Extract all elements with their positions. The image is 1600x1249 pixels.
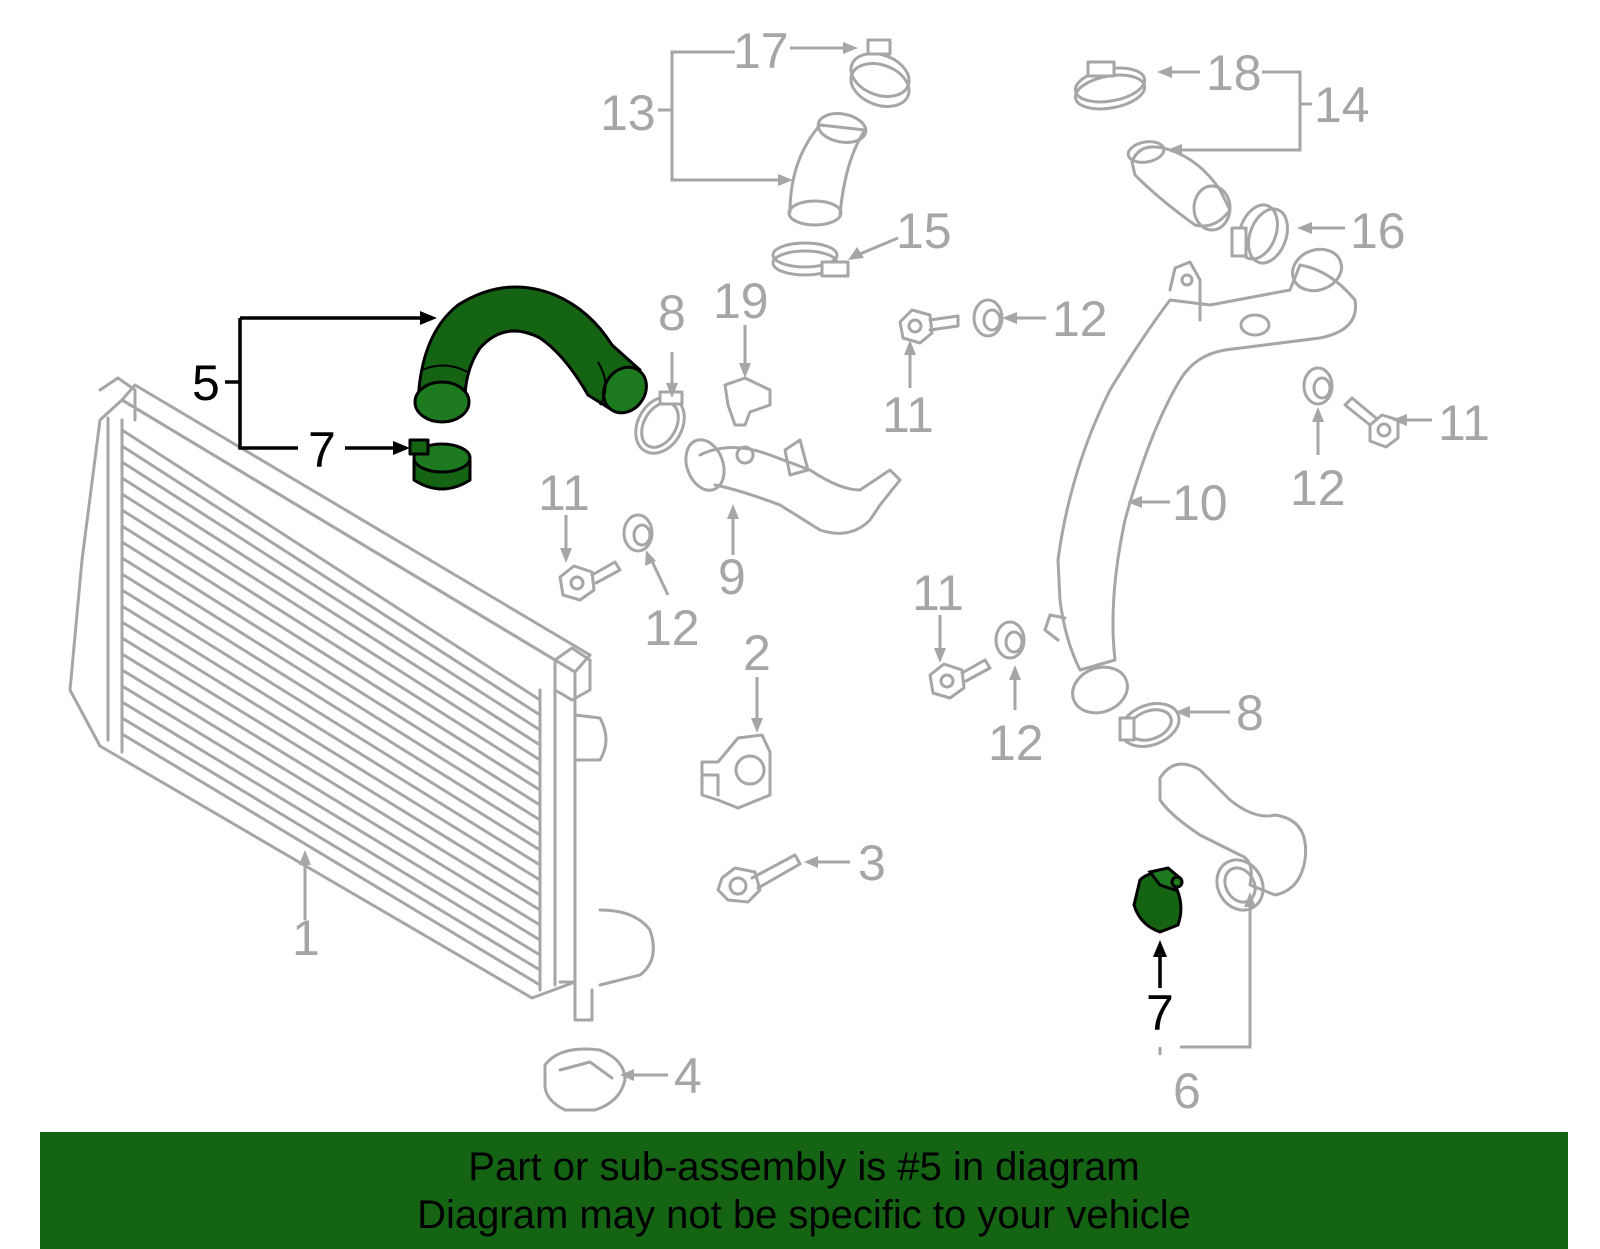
intercooler-fin	[120, 556, 542, 822]
intercooler-fin	[120, 636, 542, 897]
intercooler-fin	[120, 668, 542, 927]
part-8-clamp-lower[interactable]	[1115, 696, 1185, 754]
callout-19[interactable]: 19	[713, 273, 769, 329]
callout-18[interactable]: 18	[1206, 45, 1262, 101]
intercooler-fin	[120, 572, 542, 837]
callout-11-b[interactable]: 11	[1438, 395, 1490, 451]
intercooler-fin	[120, 444, 542, 717]
part-11-bolt-a[interactable]	[898, 308, 960, 345]
callout-12-a[interactable]: 12	[1052, 291, 1108, 347]
callout-4[interactable]: 4	[674, 1048, 702, 1104]
part-16-clamp[interactable]	[1230, 200, 1295, 269]
callout-2[interactable]: 2	[743, 625, 771, 681]
intercooler-fin	[120, 588, 542, 852]
callout-12-d[interactable]: 12	[988, 715, 1044, 771]
part-7-clamp-upper[interactable]	[408, 438, 472, 491]
intercooler-fin	[120, 700, 542, 957]
intercooler-fin	[120, 476, 542, 747]
part-1-intercooler[interactable]	[68, 376, 655, 1022]
callout-12-b[interactable]: 12	[1290, 460, 1346, 516]
callout-11-a[interactable]: 11	[882, 387, 934, 443]
callout-7-lower[interactable]: 7	[1146, 985, 1174, 1041]
part-14-hose[interactable]	[1126, 139, 1232, 232]
part-2-bracket[interactable]	[700, 733, 772, 810]
part-9-charge-pipe[interactable]	[679, 434, 902, 535]
part-17-clamp[interactable]	[845, 38, 915, 114]
callout-10[interactable]: 10	[1172, 475, 1228, 531]
part-18-clamp[interactable]	[1073, 60, 1147, 114]
part-12-nut-c[interactable]	[622, 513, 654, 553]
part-15-clamp[interactable]	[771, 241, 850, 278]
part-4-cap[interactable]	[543, 1047, 627, 1112]
part-6-lower-hose[interactable]	[1158, 762, 1308, 918]
callout-9[interactable]: 9	[718, 549, 746, 605]
intercooler-fin	[120, 540, 542, 807]
callout-11-d[interactable]: 11	[912, 565, 964, 621]
part-10-charge-pipe[interactable]	[1043, 243, 1358, 721]
intercooler-fin	[120, 732, 542, 987]
part-11-bolt-c[interactable]	[558, 560, 622, 602]
part-19-sensor[interactable]	[723, 376, 772, 427]
callout-15[interactable]: 15	[896, 203, 952, 259]
callout-14[interactable]: 14	[1314, 77, 1370, 133]
part-12-nut-d[interactable]	[994, 620, 1026, 660]
callout-8-upper[interactable]: 8	[658, 285, 686, 341]
part-12-nut-b[interactable]	[1302, 366, 1334, 406]
info-banner: Part or sub-assembly is #5 in diagram Di…	[40, 1132, 1568, 1249]
callout-7-upper[interactable]: 7	[308, 422, 336, 478]
part-8-clamp-upper[interactable]	[626, 388, 694, 462]
callout-3[interactable]: 3	[858, 835, 886, 891]
part-3-bolt[interactable]	[716, 853, 802, 904]
leader-lines-highlight	[225, 311, 1167, 988]
callout-labels: 1 2 3 4 5 6 7 7 8 8 9 10 11 11 11 11 12 …	[192, 23, 1490, 1119]
callout-16[interactable]: 16	[1350, 203, 1406, 259]
callout-1[interactable]: 1	[292, 910, 320, 966]
intercooler-fin	[120, 460, 542, 732]
intercooler-fin	[120, 428, 542, 702]
banner-line-1: Part or sub-assembly is #5 in diagram	[468, 1144, 1140, 1189]
part-12-nut-a[interactable]	[972, 298, 1004, 338]
part-13-hose[interactable]	[787, 110, 868, 227]
intercooler-fin	[120, 652, 542, 912]
intercooler-fin	[120, 716, 542, 972]
leader-lines	[299, 42, 1432, 1081]
callout-11-c[interactable]: 11	[538, 465, 590, 521]
intercooler-fin	[120, 524, 542, 792]
intercooler-fin	[120, 508, 542, 777]
intercooler-fin	[120, 684, 542, 942]
part-11-bolt-d[interactable]	[928, 658, 992, 700]
callout-12-c[interactable]: 12	[644, 600, 700, 656]
callout-13[interactable]: 13	[600, 85, 656, 141]
callout-8-lower[interactable]: 8	[1236, 685, 1264, 741]
intercooler-fin	[120, 604, 542, 867]
callout-6[interactable]: 6	[1173, 1063, 1201, 1119]
callout-17[interactable]: 17	[733, 23, 789, 79]
intercooler-fin	[120, 620, 542, 882]
callout-5[interactable]: 5	[192, 355, 220, 411]
part-5-charge-hose[interactable]	[413, 285, 655, 424]
banner-line-2: Diagram may not be specific to your vehi…	[417, 1192, 1191, 1237]
part-11-bolt-b[interactable]	[1343, 396, 1400, 449]
intercooler-fin	[120, 492, 542, 762]
part-7-clamp-lower[interactable]	[1132, 866, 1184, 934]
